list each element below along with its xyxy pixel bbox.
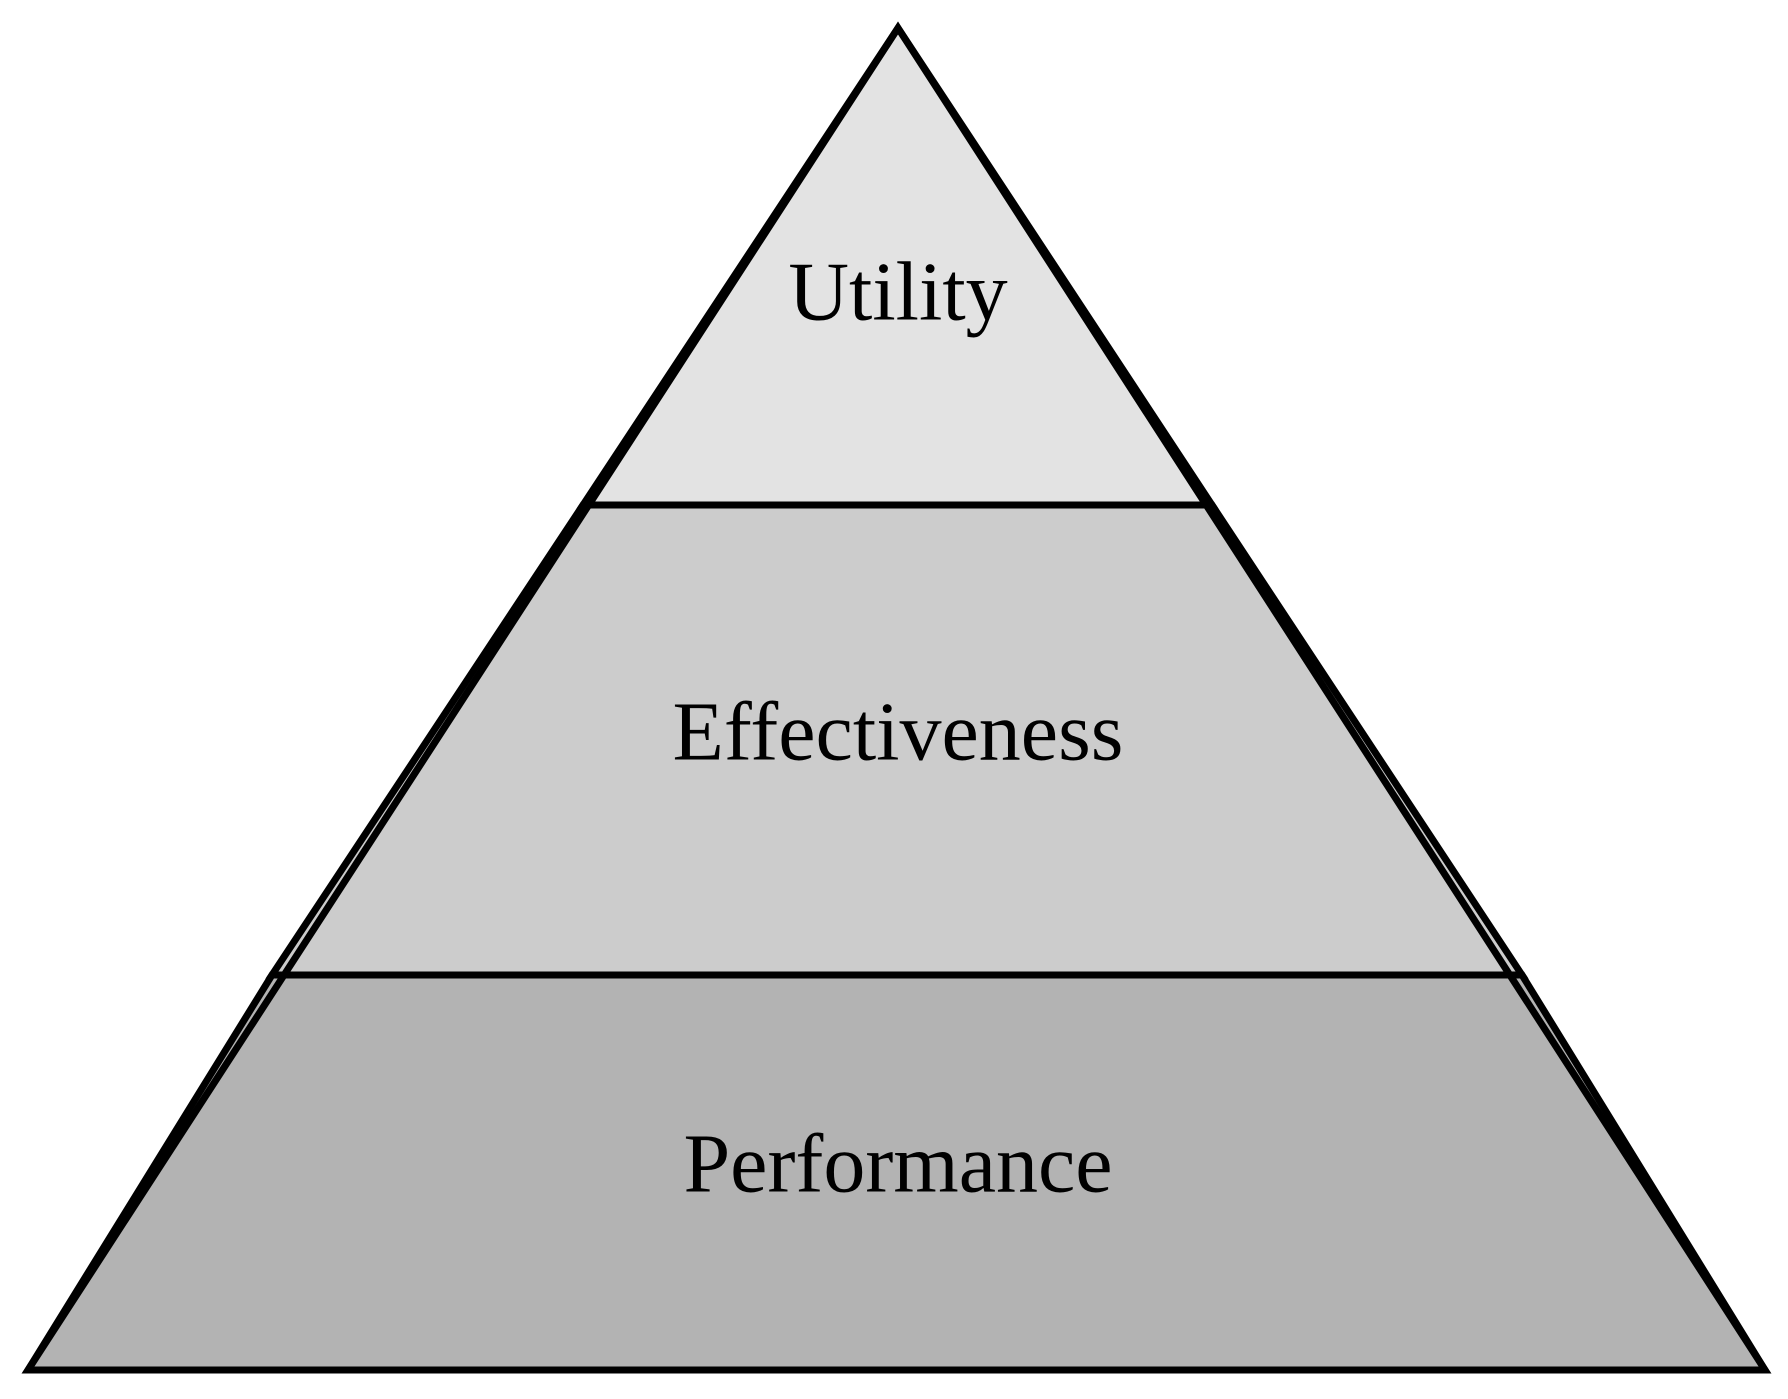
tier-effectiveness-label: Effectiveness bbox=[673, 685, 1124, 778]
tier-effectiveness[interactable]: Effectiveness bbox=[265, 501, 1529, 979]
tier-utility-label: Utility bbox=[788, 245, 1007, 338]
pyramid-outline bbox=[21, 21, 1772, 1374]
tier-performance-label: Performance bbox=[683, 1117, 1112, 1210]
tier-performance[interactable]: Performance bbox=[21, 971, 1772, 1374]
